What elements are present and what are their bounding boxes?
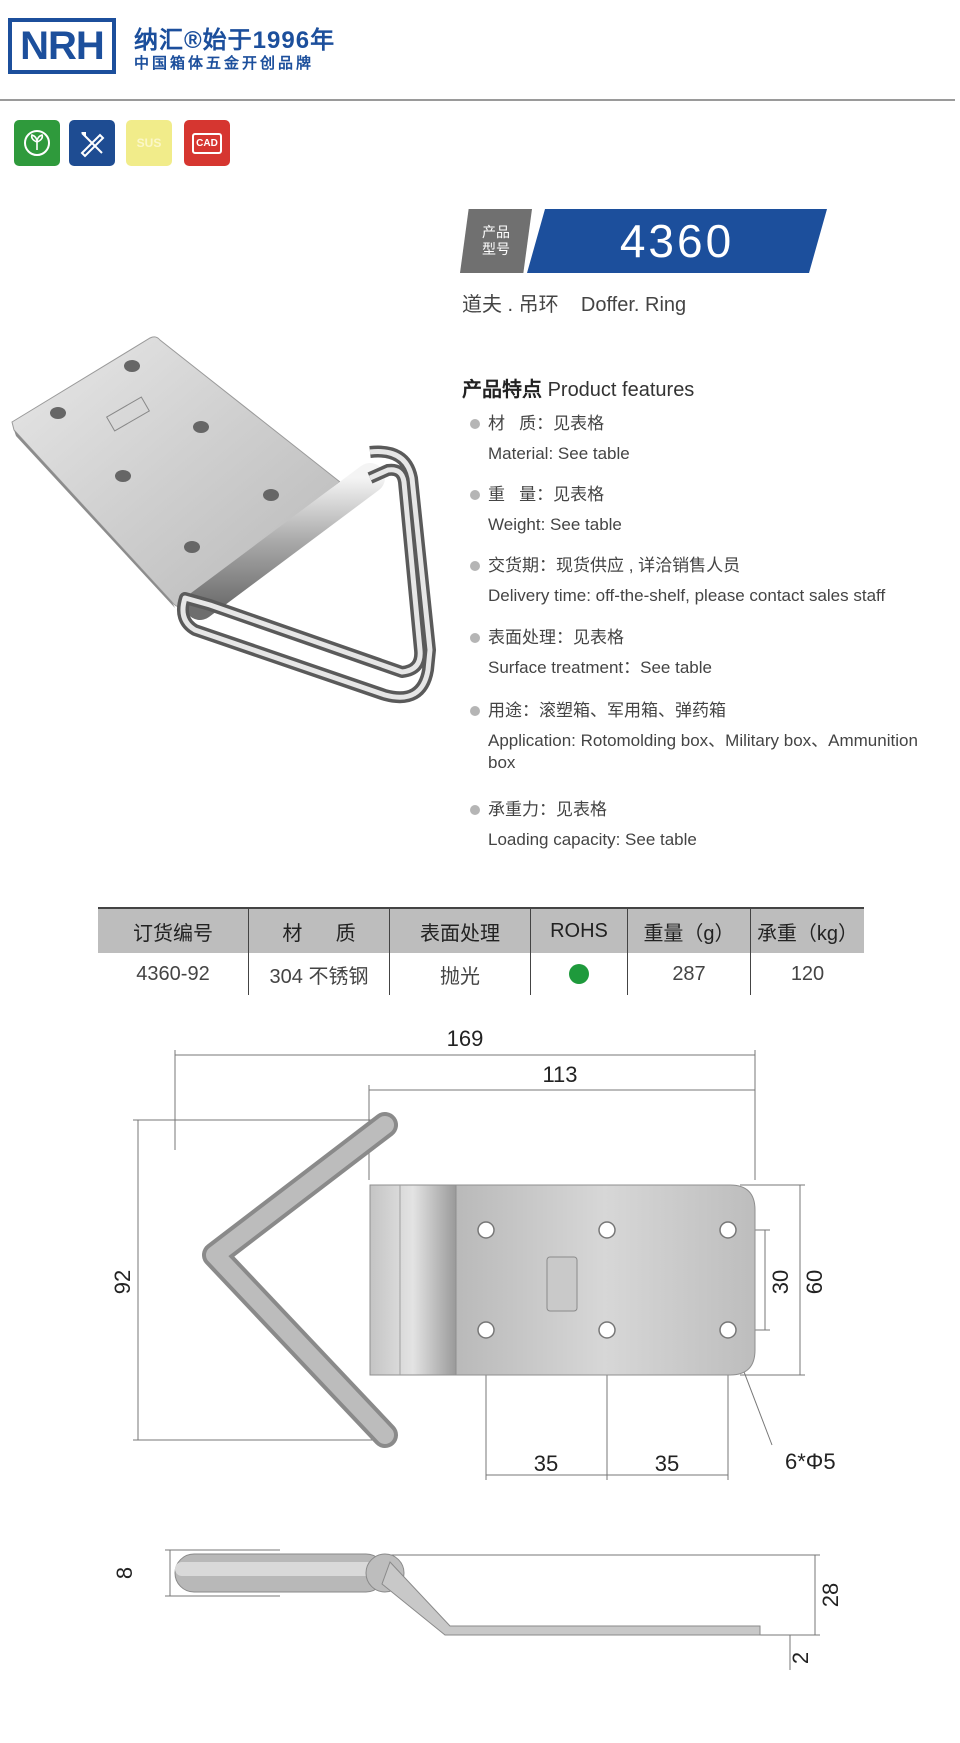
side-dim-ring: 8 (112, 1567, 137, 1579)
col-rohs: ROHS (530, 908, 628, 953)
design-tools-icon (69, 120, 115, 166)
cell-rohs (530, 953, 628, 995)
cell-load: 120 (790, 962, 825, 985)
feature-item: 重 量：见表格 Weight: See table (470, 484, 622, 536)
feature-item: 材 质：见表格 Material: See table (470, 413, 630, 465)
feature-cn: 表面处理：见表格 (470, 627, 712, 649)
feature-en: Delivery time: off-the-shelf, please con… (488, 586, 886, 605)
spec-table: 订货编号 材 质 表面处理 ROHS 重量（g） 承重（kg） 4360-92 … (98, 907, 864, 995)
dim-holes: 6*Φ5 (785, 1449, 836, 1474)
feature-cn: 重 量：见表格 (470, 484, 622, 506)
feature-en: Surface treatment：See table (488, 658, 712, 677)
cell-weight: 287 (627, 953, 751, 995)
col-weight: 重量（g） (627, 908, 751, 953)
feature-item: 用途：滚塑箱、军用箱、弹药箱 Application: Rotomolding … (470, 700, 930, 774)
table-header-row: 订货编号 材 质 表面处理 ROHS 重量（g） 承重（kg） (98, 908, 864, 953)
model-number: 4360 (527, 209, 827, 273)
side-dim-height: 28 (818, 1583, 843, 1607)
feature-cn: 承重力：见表格 (470, 799, 697, 821)
feature-en: Loading capacity: See table (488, 830, 697, 849)
feature-en: Weight: See table (488, 515, 622, 534)
dim-overall-width: 169 (447, 1026, 484, 1051)
dim-hole-spacing-2: 35 (655, 1451, 679, 1476)
table-row: 4360-92 304 不锈钢 抛光 287 120 (98, 953, 864, 995)
product-name: 道夫 . 吊环 Doffer. Ring (462, 294, 687, 316)
features-title-cn: 产品特点 (462, 379, 542, 401)
feature-cn: 用途：滚塑箱、军用箱、弹药箱 (470, 700, 930, 722)
col-material: 材 质 (248, 908, 390, 953)
feature-en: Material: See table (488, 444, 630, 463)
model-label-line2: 型号 (482, 241, 510, 257)
brand-title: 纳汇®始于1996年 (134, 27, 336, 54)
sus-cert-icon: SUS (126, 120, 172, 166)
dim-hole-spacing-1: 35 (534, 1451, 558, 1476)
feature-item: 承重力：见表格 Loading capacity: See table (470, 799, 697, 851)
top-view-drawing: 169 113 92 30 60 35 35 6*Φ5 (110, 1026, 836, 1480)
header-divider (0, 99, 955, 101)
brand-logo: NRH (8, 18, 116, 74)
col-surface: 表面处理 (389, 908, 531, 953)
col-order-no: 订货编号 (98, 908, 249, 953)
cad-cert-label: CAD (192, 132, 222, 154)
side-view-drawing: 8 28 2 (112, 1549, 843, 1670)
features-title-en: Product features (547, 379, 695, 401)
feature-cn: 交货期：现货供应 , 详洽销售人员 (470, 555, 885, 577)
model-label-line1: 产品 (482, 224, 510, 240)
brand-subtitle: 中国箱体五金开创品牌 (134, 55, 315, 72)
dim-height: 92 (110, 1270, 135, 1294)
feature-item: 交货期：现货供应 , 详洽销售人员 Delivery time: off-the… (470, 555, 885, 607)
dim-plate-height: 60 (802, 1270, 827, 1294)
eco-cert-icon (14, 120, 60, 166)
features-title: 产品特点 Product features (462, 373, 694, 402)
feature-en: Application: Rotomolding box、Military bo… (488, 731, 918, 772)
product-photo (11, 336, 436, 704)
feature-item: 表面处理：见表格 Surface treatment：See table (470, 627, 712, 679)
side-dim-thickness: 2 (788, 1652, 813, 1664)
cad-cert-icon: CAD (184, 120, 230, 166)
cell-order-no: 4360-92 (98, 953, 249, 995)
dim-hole-spacing-v: 30 (768, 1270, 793, 1294)
cell-material: 304 不锈钢 (248, 953, 390, 995)
rohs-status-dot (569, 964, 589, 985)
col-load: 承重（kg） (750, 908, 864, 953)
cell-surface: 抛光 (389, 953, 531, 995)
model-label: 产品 型号 (460, 209, 532, 273)
dim-plate-width: 113 (542, 1062, 577, 1087)
feature-cn: 材 质：见表格 (470, 413, 630, 435)
